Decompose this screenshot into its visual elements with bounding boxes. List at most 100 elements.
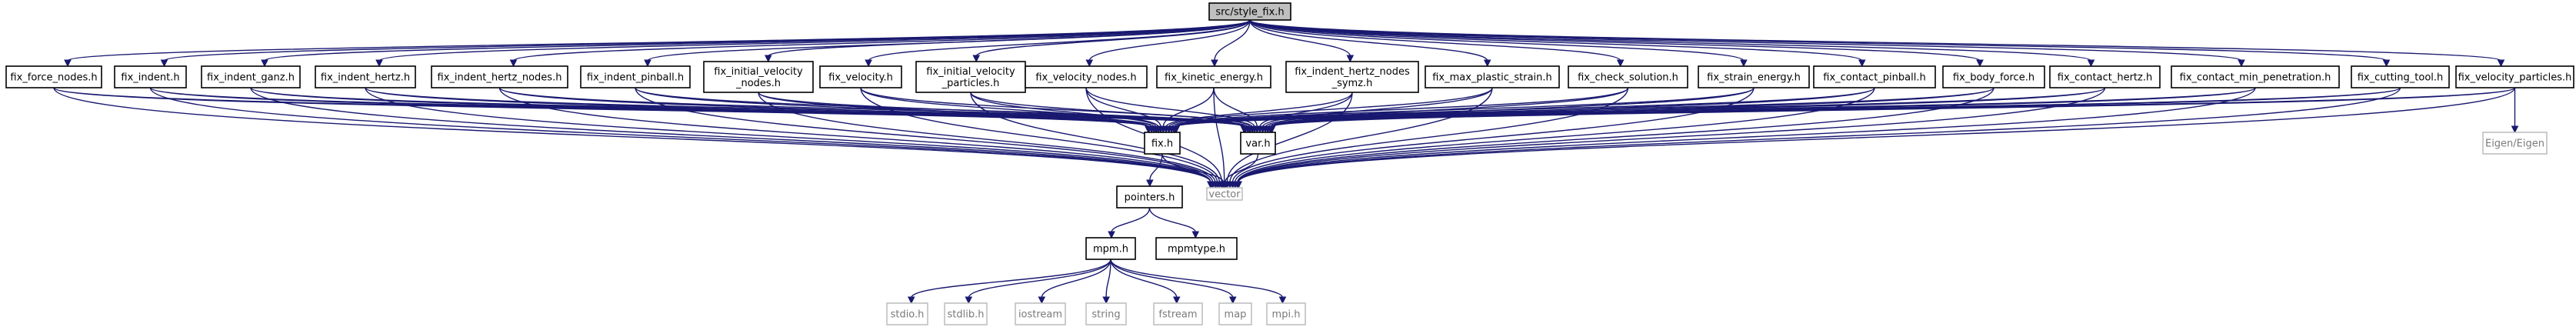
node-label-indent_pinball: fix_indent_pinball.h [587,72,684,84]
edge-max_plastic-to-var [1261,87,1493,128]
edge-velocity-to-vector [860,87,1218,183]
edge-mpm-to-map [1110,259,1234,299]
node-contact_pinball[interactable]: fix_contact_pinball.h [1813,65,1936,88]
edge-check_solution-to-vector [1231,87,1629,183]
node-check_solution[interactable]: fix_check_solution.h [1568,65,1688,88]
edge-indent_hertz_nodes-to-vector [498,87,1211,183]
node-box-mpm [1085,237,1136,260]
node-indent_hertz[interactable]: fix_indent_hertz.h [315,65,416,88]
node-root[interactable]: src/style_fix.h [1208,2,1291,21]
node-indent_hertz_nodes[interactable]: fix_indent_hertz_nodes.h [431,65,568,88]
node-label-indent_hertz_nodes: fix_indent_hertz_nodes.h [438,72,562,84]
arrowhead-mpm-to-iostream [1038,296,1046,305]
node-init_vel_particles[interactable]: fix_initial_velocity_particles.h [915,61,1026,93]
node-contact_min_pen[interactable]: fix_contact_min_penetration.h [2171,65,2340,88]
edges-layer [53,19,2519,305]
node-velocity[interactable]: fix_velocity.h [819,65,902,88]
edge-indent_hertz-to-var [365,87,1245,128]
edge-hertz_symz-to-var [1259,92,1353,128]
node-max_plastic[interactable]: fix_max_plastic_strain.h [1425,65,1560,88]
edge-check_solution-to-var [1265,87,1629,128]
edge-kinetic-to-fix [1162,87,1215,128]
arrowhead-root-to-force_nodes [64,59,72,68]
node-box-fstream [1153,302,1203,325]
edge-root-to-strain_energy [1249,19,1745,62]
edge-cutting_tool-to-vector [1238,87,2401,183]
node-box-indent_ganz [201,65,301,88]
edge-velocity_particles-to-vector [1238,87,2516,183]
node-mpm[interactable]: mpm.h [1085,237,1136,260]
node-box-vector [1206,187,1243,201]
node-box-mpi [1266,302,1306,325]
node-init_vel_nodes[interactable]: fix_initial_velocity_nodes.h [703,61,814,93]
edge-velocity_nodes-to-fix [1085,87,1161,128]
node-body_force[interactable]: fix_body_force.h [1942,65,2045,88]
node-velocity_nodes[interactable]: fix_velocity_nodes.h [1025,65,1148,88]
node-indent[interactable]: fix_indent.h [114,65,187,88]
node-label-init_vel_particles: fix_initial_velocity [926,66,1015,78]
arrowhead-fix-to-pointers [1146,179,1154,188]
edge-mpm-to-iostream [1041,259,1111,299]
edge-mpm-to-stdio [911,259,1111,299]
node-label-vector: vector [1208,189,1241,201]
node-box-stdlib [944,302,988,325]
node-var[interactable]: var.h [1240,132,1276,155]
node-pointers[interactable]: pointers.h [1116,185,1183,209]
node-kinetic[interactable]: fix_kinetic_energy.h [1156,65,1271,88]
edge-mpm-to-mpi [1110,259,1284,299]
node-strain_energy[interactable]: fix_strain_energy.h [1698,65,1810,88]
node-label-velocity: fix_velocity.h [828,72,893,84]
node-label-string: string [1091,309,1120,321]
node-label-fix: fix.h [1151,138,1173,150]
edge-root-to-cutting_tool [1249,19,2388,62]
arrowhead-velocity_particles-to-var [1268,125,1276,134]
node-box-init_vel_particles [915,61,1026,93]
arrowhead-root-to-max_plastic [1483,59,1491,68]
arrowhead-root-to-velocity_nodes [1085,59,1094,68]
edge-root-to-max_plastic [1249,19,1488,62]
arrowhead-root-to-indent_ganz [261,59,268,68]
edge-root-to-indent_ganz [264,19,1251,62]
node-contact_hertz[interactable]: fix_contact_hertz.h [2049,65,2161,88]
node-box-cutting_tool [2351,65,2450,88]
node-box-velocity_particles [2455,65,2574,88]
node-label-kinetic: fix_kinetic_energy.h [1165,72,1263,84]
arrowhead-mpm-to-fstream [1172,296,1181,305]
node-label-contact_pinball: fix_contact_pinball.h [1823,72,1925,84]
arrowhead-root-to-contact_pinball [1858,59,1866,68]
edge-velocity_particles-to-var [1271,87,2516,128]
edge-strain_energy-to-fix [1173,87,1755,128]
edge-contact_min_pen-to-vector [1238,87,2256,183]
node-label-indent_hertz: fix_indent_hertz.h [321,72,410,84]
arrowhead-velocity_particles-to-vector [1235,181,1242,189]
node-label-stdio: stdio.h [891,309,925,321]
node-indent_ganz[interactable]: fix_indent_ganz.h [201,65,301,88]
node-fix[interactable]: fix.h [1144,132,1181,155]
arrowhead-mpm-to-string [1102,296,1110,305]
node-stdlib: stdlib.h [944,302,988,325]
arrowhead-root-to-check_solution [1616,59,1625,68]
arrowhead-mpm-to-map [1228,296,1237,305]
node-label-fstream: fstream [1158,309,1197,321]
node-velocity_particles[interactable]: fix_velocity_particles.h [2455,65,2574,88]
edge-root-to-init_vel_nodes [768,19,1251,57]
node-hertz_symz[interactable]: fix_indent_hertz_nodes_symz.h [1285,61,1419,93]
edge-mpm-to-stdlib [968,259,1111,299]
node-box-fix [1144,132,1181,155]
node-label-pointers: pointers.h [1125,192,1175,204]
node-cutting_tool[interactable]: fix_cutting_tool.h [2351,65,2450,88]
node-label-mpmtype: mpmtype.h [1168,244,1225,255]
node-box-contact_hertz [2049,65,2161,88]
edge-root-to-indent_hertz_nodes [512,19,1251,62]
node-label-stdlib: stdlib.h [948,309,985,321]
node-label-indent: fix_indent.h [121,72,179,84]
edge-indent_ganz-to-vector [250,87,1211,183]
arrowhead-pointers-to-mpmtype [1191,231,1200,239]
arrowhead-mpm-to-mpi [1278,296,1287,305]
node-indent_pinball[interactable]: fix_indent_pinball.h [580,65,691,88]
arrowhead-mpm-to-stdio [907,296,915,305]
node-force_nodes[interactable]: fix_force_nodes.h [5,65,102,88]
node-mpmtype[interactable]: mpmtype.h [1155,237,1238,260]
node-label-init_vel_particles: _particles.h [941,78,1000,89]
node-box-string [1085,302,1127,325]
